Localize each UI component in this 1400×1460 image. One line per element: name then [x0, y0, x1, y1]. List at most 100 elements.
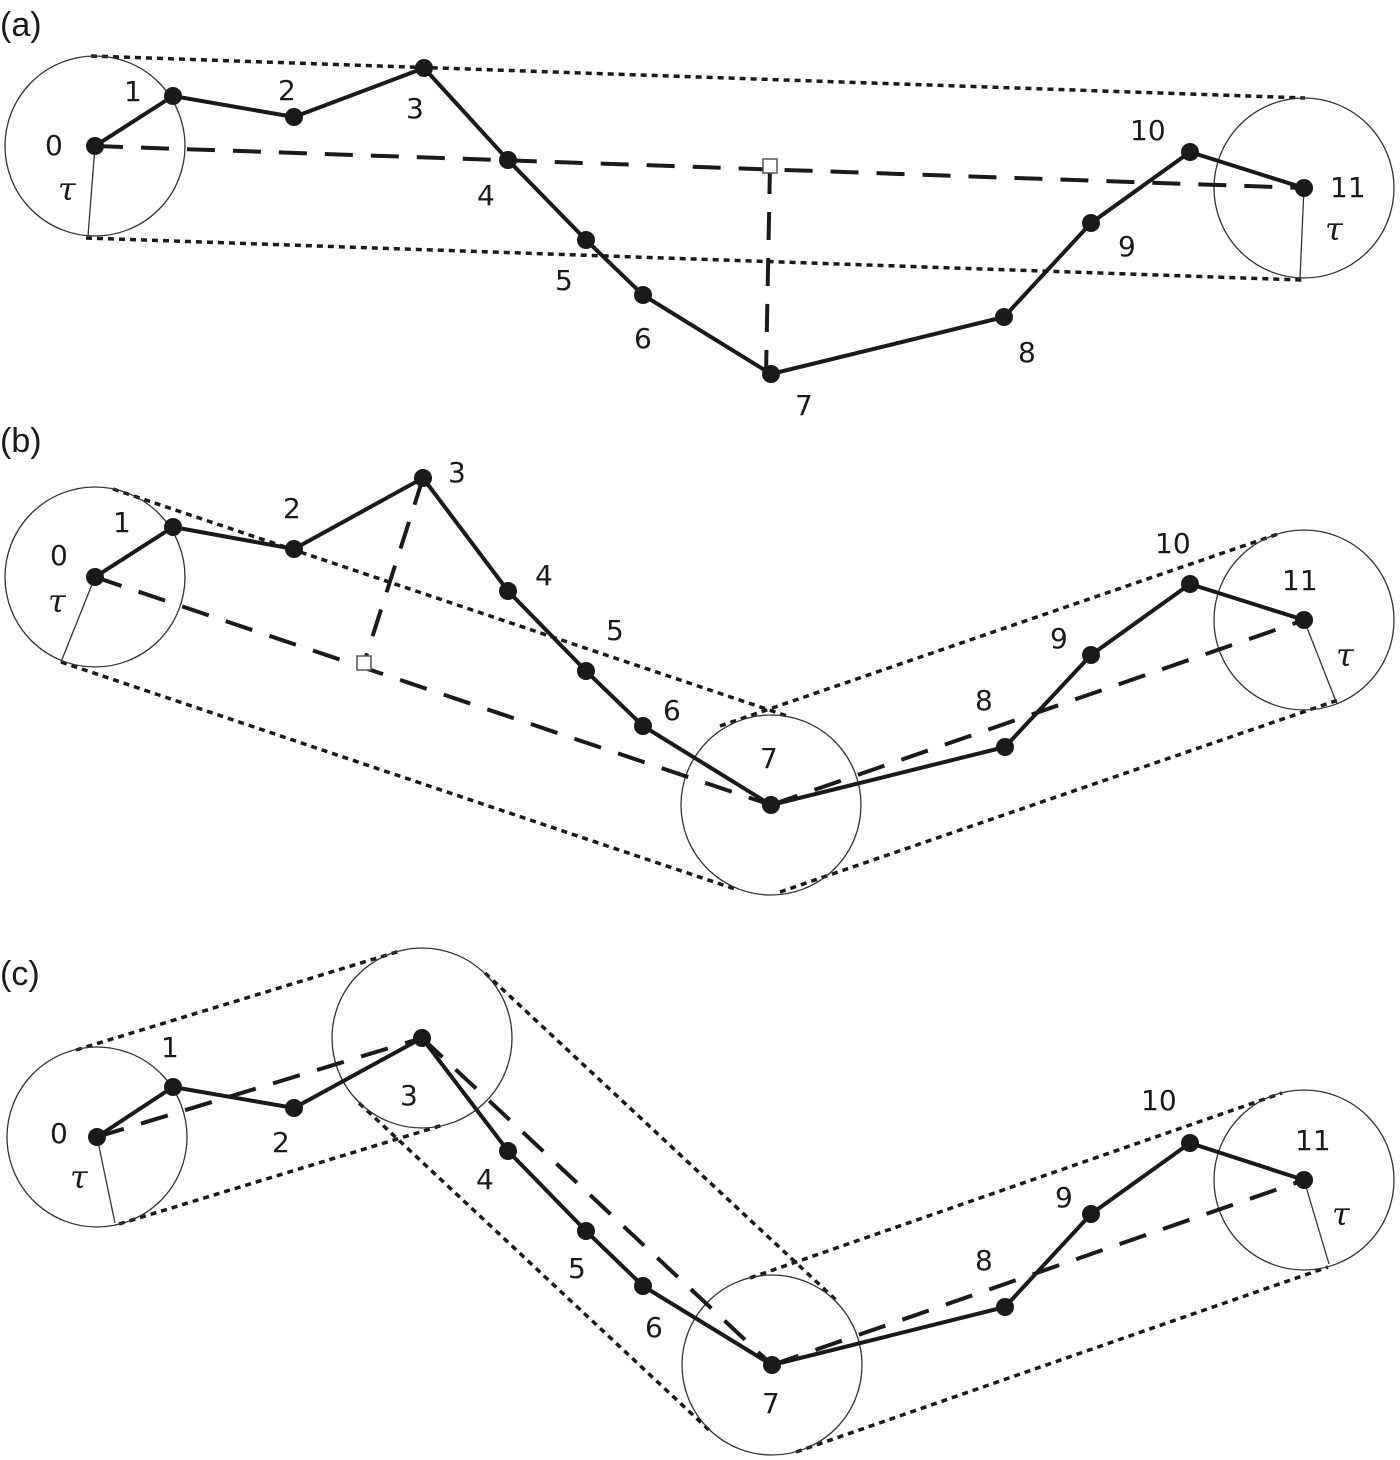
vertex-11	[1295, 611, 1313, 629]
tau-radius-line	[87, 145, 96, 237]
vertex-0	[88, 1128, 106, 1146]
tau-label: τ	[48, 582, 67, 620]
vertex-0	[86, 568, 104, 586]
vertex-label-6: 6	[634, 322, 652, 355]
vertex-label-0: 0	[50, 539, 68, 572]
tolerance-corridor-line	[779, 698, 1339, 894]
vertex-label-8: 8	[975, 1244, 993, 1277]
vertex-3	[414, 469, 432, 487]
tau-label: τ	[1336, 636, 1355, 674]
tau-radius-line	[1303, 619, 1338, 705]
simplified-segment-dashed	[94, 575, 772, 807]
vertex-label-10: 10	[1155, 527, 1191, 560]
tau-radius-line	[1303, 1179, 1330, 1265]
tolerance-corridor-line	[85, 236, 1303, 282]
tolerance-corridor-line	[90, 54, 1306, 100]
vertex-3	[413, 1029, 431, 1047]
vertex-1	[164, 1078, 182, 1096]
original-polyline	[95, 1036, 1305, 1367]
projection-square-marker	[356, 655, 372, 671]
tolerance-corridor-line	[118, 1123, 444, 1226]
vertex-label-0: 0	[45, 129, 63, 162]
vertex-label-7: 7	[762, 1387, 780, 1420]
vertex-label-4: 4	[477, 179, 495, 212]
original-polyline	[93, 476, 1305, 807]
vertex-label-3: 3	[448, 456, 466, 489]
projection-square-marker	[762, 158, 778, 174]
vertex-label-8: 8	[1018, 336, 1036, 369]
tau-label: τ	[1325, 210, 1344, 248]
vertex-4	[499, 151, 517, 169]
tolerance-circle	[1213, 1089, 1395, 1271]
vertex-label-7: 7	[760, 742, 778, 775]
vertex-6	[634, 286, 652, 304]
vertex-label-2: 2	[278, 74, 296, 107]
vertex-label-1: 1	[161, 1031, 179, 1064]
simplified-segment-dashed	[94, 144, 1305, 190]
original-polyline	[93, 66, 1305, 376]
tolerance-corridor-line	[749, 1091, 1283, 1280]
vertex-3	[415, 59, 433, 77]
vertex-label-1: 1	[124, 75, 142, 108]
vertex-8	[996, 738, 1014, 756]
tolerance-corridor-line	[795, 1265, 1329, 1454]
vertex-label-4: 4	[476, 1163, 494, 1196]
simplified-segment-dashed	[420, 1036, 774, 1367]
vertex-label-5: 5	[606, 614, 624, 647]
tolerance-circle	[6, 1046, 188, 1228]
vertex-2	[285, 1099, 303, 1117]
vertex-label-10: 10	[1130, 114, 1166, 147]
vertex-2	[285, 540, 303, 558]
vertex-label-6: 6	[663, 694, 681, 727]
tau-radius-line	[1299, 187, 1305, 279]
vertex-7	[763, 1356, 781, 1374]
vertex-5	[577, 1222, 595, 1240]
vertex-label-5: 5	[568, 1252, 586, 1285]
tolerance-circle	[331, 947, 513, 1129]
vertex-label-0: 0	[50, 1117, 68, 1150]
vertex-10	[1181, 143, 1199, 161]
simplified-segment-dashed	[764, 165, 772, 375]
panel-label: (c)	[0, 955, 40, 993]
tau-label: τ	[70, 1158, 89, 1196]
tolerance-corridor-line	[719, 532, 1279, 728]
vertex-label-11: 11	[1282, 564, 1318, 597]
vertex-4	[499, 1142, 517, 1160]
vertex-5	[577, 662, 595, 680]
vertex-4	[499, 582, 517, 600]
simplified-segment-dashed	[362, 477, 425, 664]
vertex-label-6: 6	[645, 1311, 663, 1344]
panel-label: (b)	[0, 422, 42, 460]
vertex-label-7: 7	[795, 389, 813, 422]
vertex-2	[285, 108, 303, 126]
tolerance-corridor-line	[60, 660, 739, 892]
vertex-9	[1082, 1205, 1100, 1223]
vertex-label-5: 5	[555, 264, 573, 297]
tolerance-circle	[1213, 97, 1395, 279]
tolerance-corridor-line	[483, 971, 838, 1302]
vertex-7	[762, 365, 780, 383]
vertex-10	[1181, 575, 1199, 593]
vertex-8	[996, 1298, 1014, 1316]
tolerance-corridor-line	[112, 487, 791, 719]
tolerance-circle	[681, 1274, 863, 1456]
panel-label: (a)	[0, 6, 42, 44]
vertex-10	[1181, 1134, 1199, 1152]
tau-radius-line	[60, 576, 96, 663]
tolerance-circle	[4, 486, 186, 668]
vertex-label-2: 2	[283, 492, 301, 525]
vertex-7	[762, 796, 780, 814]
vertex-8	[995, 308, 1013, 326]
vertex-label-4: 4	[535, 559, 553, 592]
tau-label: τ	[1332, 1195, 1351, 1233]
vertex-11	[1295, 179, 1313, 197]
vertex-1	[164, 518, 182, 536]
tolerance-corridor-line	[357, 1101, 711, 1432]
vertex-0	[86, 137, 104, 155]
vertex-1	[164, 87, 182, 105]
simplified-segment-dashed	[96, 1036, 423, 1139]
